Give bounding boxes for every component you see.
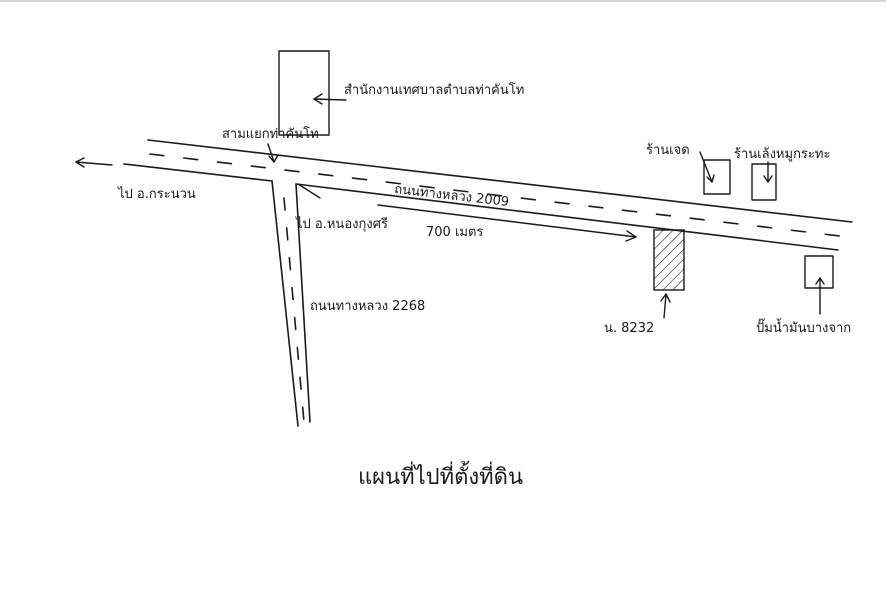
land-parcel [653,229,685,291]
gas-station-building [804,255,834,289]
main-road [123,139,853,251]
side-road [271,180,311,427]
distance-label: 700 เมตร [426,225,483,240]
west-arrow [75,157,113,168]
office-building [278,50,330,136]
intersection-label: สามแยกท่าคันโท [222,126,319,142]
shop-1-building [703,159,731,195]
shop-2-arrow [763,161,773,183]
west-direction-label: ไป อ.กระนวน [117,186,196,202]
gas-station-label: ปั๊มน้ำมันบางจาก [756,318,851,336]
gas-station-arrow [815,277,825,315]
parcel-arrow [660,293,671,319]
side-road-label: ถนนทางหลวง 2268 [310,299,425,314]
land-parcel-label: น. 8232 [604,321,654,336]
main-road-label: ถนนทางหลวง 2009 [394,182,510,210]
distance-arrow [377,204,637,242]
map-title: แผนที่ไปที่ตั้งที่ดิน [358,461,523,490]
south-pointer [297,183,321,199]
south-direction-label: ไป อ.หนองกุงศรี [295,216,388,232]
office-label: สำนักงานเทศบาลตำบลท่าคันโท [344,82,524,98]
shop-1-label: ร้านเจด [646,143,690,158]
shop-2-building [751,163,777,201]
shop-2-label: ร้านเล้งหมูกระทะ [734,147,830,162]
shop-1-arrow [699,151,715,183]
office-arrow [313,93,347,105]
intersection-arrow [267,143,279,163]
